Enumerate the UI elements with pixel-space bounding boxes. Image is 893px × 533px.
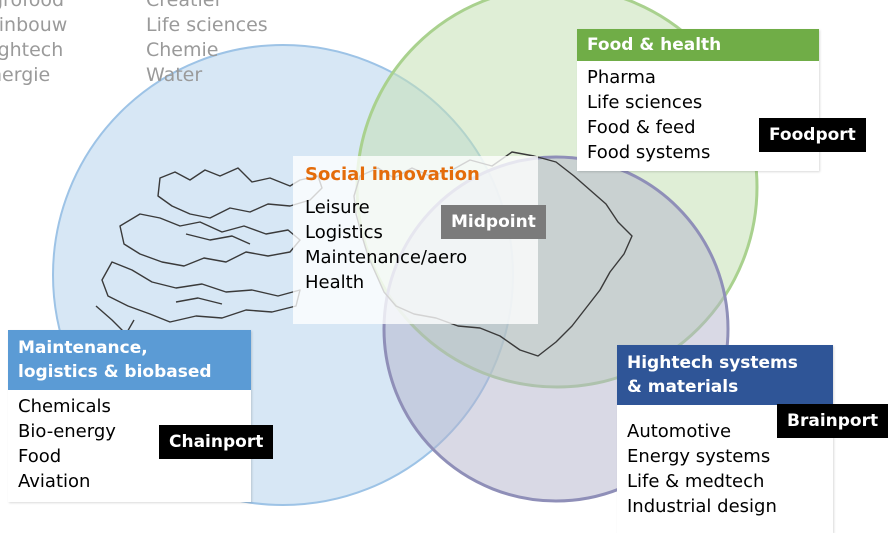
hightech-title-line2: & materials bbox=[627, 377, 739, 397]
social-innovation-item: Maintenance/aero bbox=[305, 247, 468, 268]
maintenance-item: Aviation bbox=[18, 471, 91, 492]
social-innovation-panel: Social innovation Leisure Logistics Main… bbox=[293, 156, 538, 324]
faded-item: Creatief bbox=[146, 0, 222, 11]
maintenance-title-line1: Maintenance, bbox=[18, 338, 148, 358]
faded-list-right: Creatief Life sciences Chemie Water bbox=[146, 0, 268, 88]
food-health-item: Food & feed bbox=[587, 117, 696, 138]
faded-item: Life sciences bbox=[146, 14, 268, 36]
food-health-title: Food & health bbox=[577, 29, 819, 61]
faded-item: Chemie bbox=[146, 39, 219, 61]
social-innovation-item: Health bbox=[305, 272, 365, 293]
hightech-item: Industrial design bbox=[627, 496, 777, 517]
chainport-tag: Chainport bbox=[159, 425, 274, 459]
hightech-item: Energy systems bbox=[627, 446, 771, 467]
maintenance-box: Maintenance, logistics & biobased Chemic… bbox=[8, 330, 251, 502]
faded-item: Hightech bbox=[0, 39, 64, 61]
faded-item: Agrofood bbox=[0, 0, 65, 11]
food-health-item: Pharma bbox=[587, 67, 656, 88]
maintenance-item: Chemicals bbox=[18, 396, 111, 417]
hightech-box: Hightech systems & materials Automotive … bbox=[617, 345, 833, 533]
social-innovation-title: Social innovation bbox=[305, 164, 480, 185]
maintenance-item: Bio-energy bbox=[18, 421, 116, 442]
food-health-item: Food systems bbox=[587, 142, 711, 163]
social-innovation-item: Logistics bbox=[305, 222, 383, 243]
hightech-title-line1: Hightech systems bbox=[627, 353, 798, 373]
faded-item: Tuinbouw bbox=[0, 14, 68, 36]
hightech-item: Automotive bbox=[627, 421, 732, 442]
foodport-tag: Foodport bbox=[759, 118, 866, 152]
midpoint-tag: Midpoint bbox=[441, 205, 546, 239]
maintenance-item: Food bbox=[18, 446, 62, 467]
food-health-box: Food & health Pharma Life sciences Food … bbox=[577, 29, 819, 171]
food-health-item: Life sciences bbox=[587, 92, 703, 113]
maintenance-title-line2: logistics & biobased bbox=[18, 362, 212, 382]
faded-item: Energie bbox=[0, 64, 51, 86]
brainport-tag: Brainport bbox=[777, 404, 889, 438]
faded-list-left: Agrofood Tuinbouw Hightech Energie bbox=[0, 0, 67, 88]
hightech-item: Life & medtech bbox=[627, 471, 765, 492]
social-innovation-item: Leisure bbox=[305, 197, 370, 218]
faded-item: Water bbox=[146, 64, 203, 86]
